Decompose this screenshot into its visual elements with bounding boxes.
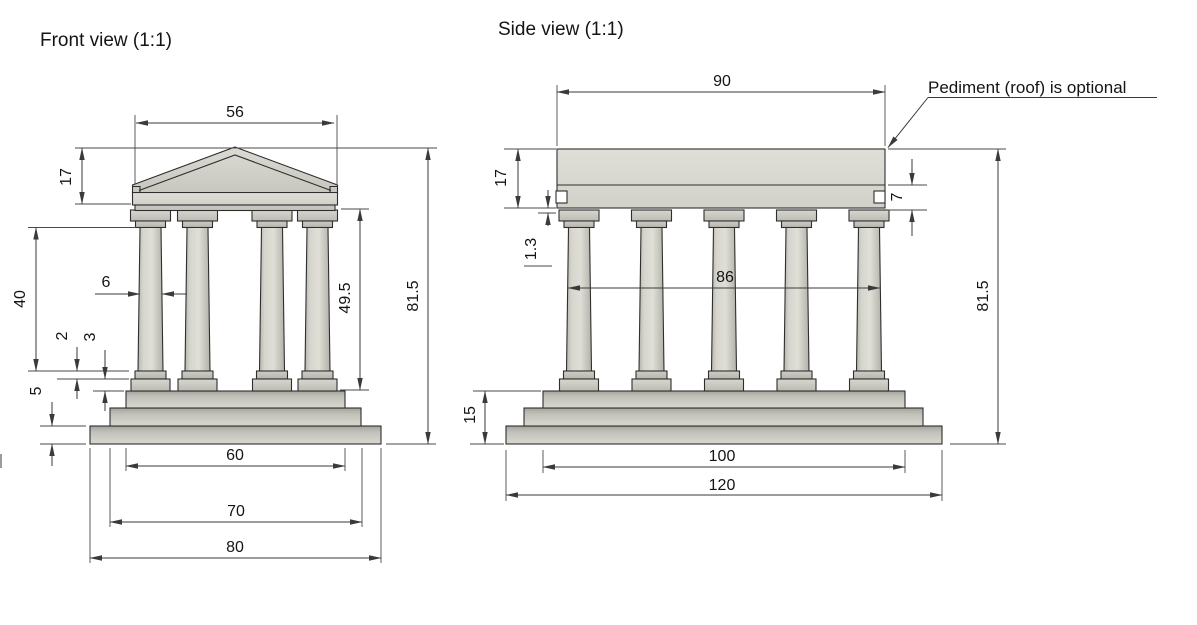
- dim-label-taenia-height: 1.3: [523, 238, 540, 260]
- dim-label-column-width: 6: [102, 274, 111, 291]
- dim-label-top-step-width: 60: [226, 447, 244, 464]
- dim-label-frieze-height: 7: [889, 192, 906, 201]
- front-pediment: [131, 146, 339, 194]
- side-view-title: Side view (1:1): [498, 19, 624, 40]
- side-notch-left: [555, 190, 568, 204]
- dim-label-plinth-height: 3: [82, 332, 99, 341]
- front-tympanum-line: [138, 154, 332, 192]
- side-temple-structure: [505, 148, 943, 445]
- dim-label-torus-height: 2: [54, 331, 71, 340]
- front-taenia: [134, 204, 336, 212]
- dim-label-base-height: 15: [462, 406, 479, 424]
- front-middle-step: [109, 407, 362, 427]
- dim-label-middle-step-width: 70: [227, 503, 245, 520]
- side-entablature: [556, 148, 886, 209]
- column: [176, 209, 219, 392]
- column: [558, 209, 600, 392]
- dim-label-step-height: 5: [28, 386, 45, 395]
- leader-line: [887, 97, 929, 148]
- front-top-step: [125, 390, 346, 409]
- front-temple-structure: [89, 146, 382, 445]
- side-middle-step: [523, 407, 924, 427]
- column: [703, 209, 745, 392]
- side-notch-right: [873, 190, 886, 204]
- front-view: Front view (1:1): [0, 30, 437, 563]
- dim-label-front-total-height: 81.5: [405, 280, 422, 311]
- pediment-optional-note: Pediment (roof) is optional: [928, 78, 1126, 97]
- side-dimensions: Pediment (roof) is optional 90 17 7 1.3 …: [462, 73, 1157, 501]
- dim-label-colonnade-span: 86: [716, 269, 734, 286]
- front-dimensions: 56 17 40 6 49.5 81.5 2 3 5 60 70 80: [0, 104, 437, 563]
- front-architrave: [131, 191, 339, 206]
- column: [296, 209, 339, 392]
- dim-label-pediment-width: 56: [226, 104, 244, 121]
- side-view: Side view (1:1): [462, 19, 1157, 501]
- front-cornice-return-right: [329, 185, 338, 193]
- column: [775, 209, 818, 392]
- dim-label-column-height: 49.5: [337, 282, 354, 313]
- dim-label-bottom-step-width: 80: [226, 539, 244, 556]
- front-bottom-step: [89, 425, 382, 445]
- column: [630, 209, 673, 392]
- dim-label-entablature-height: 17: [493, 169, 510, 187]
- dim-label-side-total-height: 81.5: [975, 280, 992, 311]
- dim-label-shaft-height: 40: [12, 290, 29, 308]
- column: [251, 209, 293, 392]
- front-cornice-return-left: [132, 185, 141, 193]
- dim-label-entablature-length: 90: [713, 73, 731, 90]
- column: [129, 209, 172, 392]
- column: [848, 209, 890, 392]
- side-top-step: [542, 390, 906, 409]
- dim-label-pediment-height: 17: [58, 168, 75, 186]
- dim-label-top-step-length: 100: [709, 448, 736, 465]
- front-view-title: Front view (1:1): [40, 30, 172, 51]
- side-bottom-step: [505, 425, 943, 445]
- dim-label-bottom-step-length: 120: [709, 477, 736, 494]
